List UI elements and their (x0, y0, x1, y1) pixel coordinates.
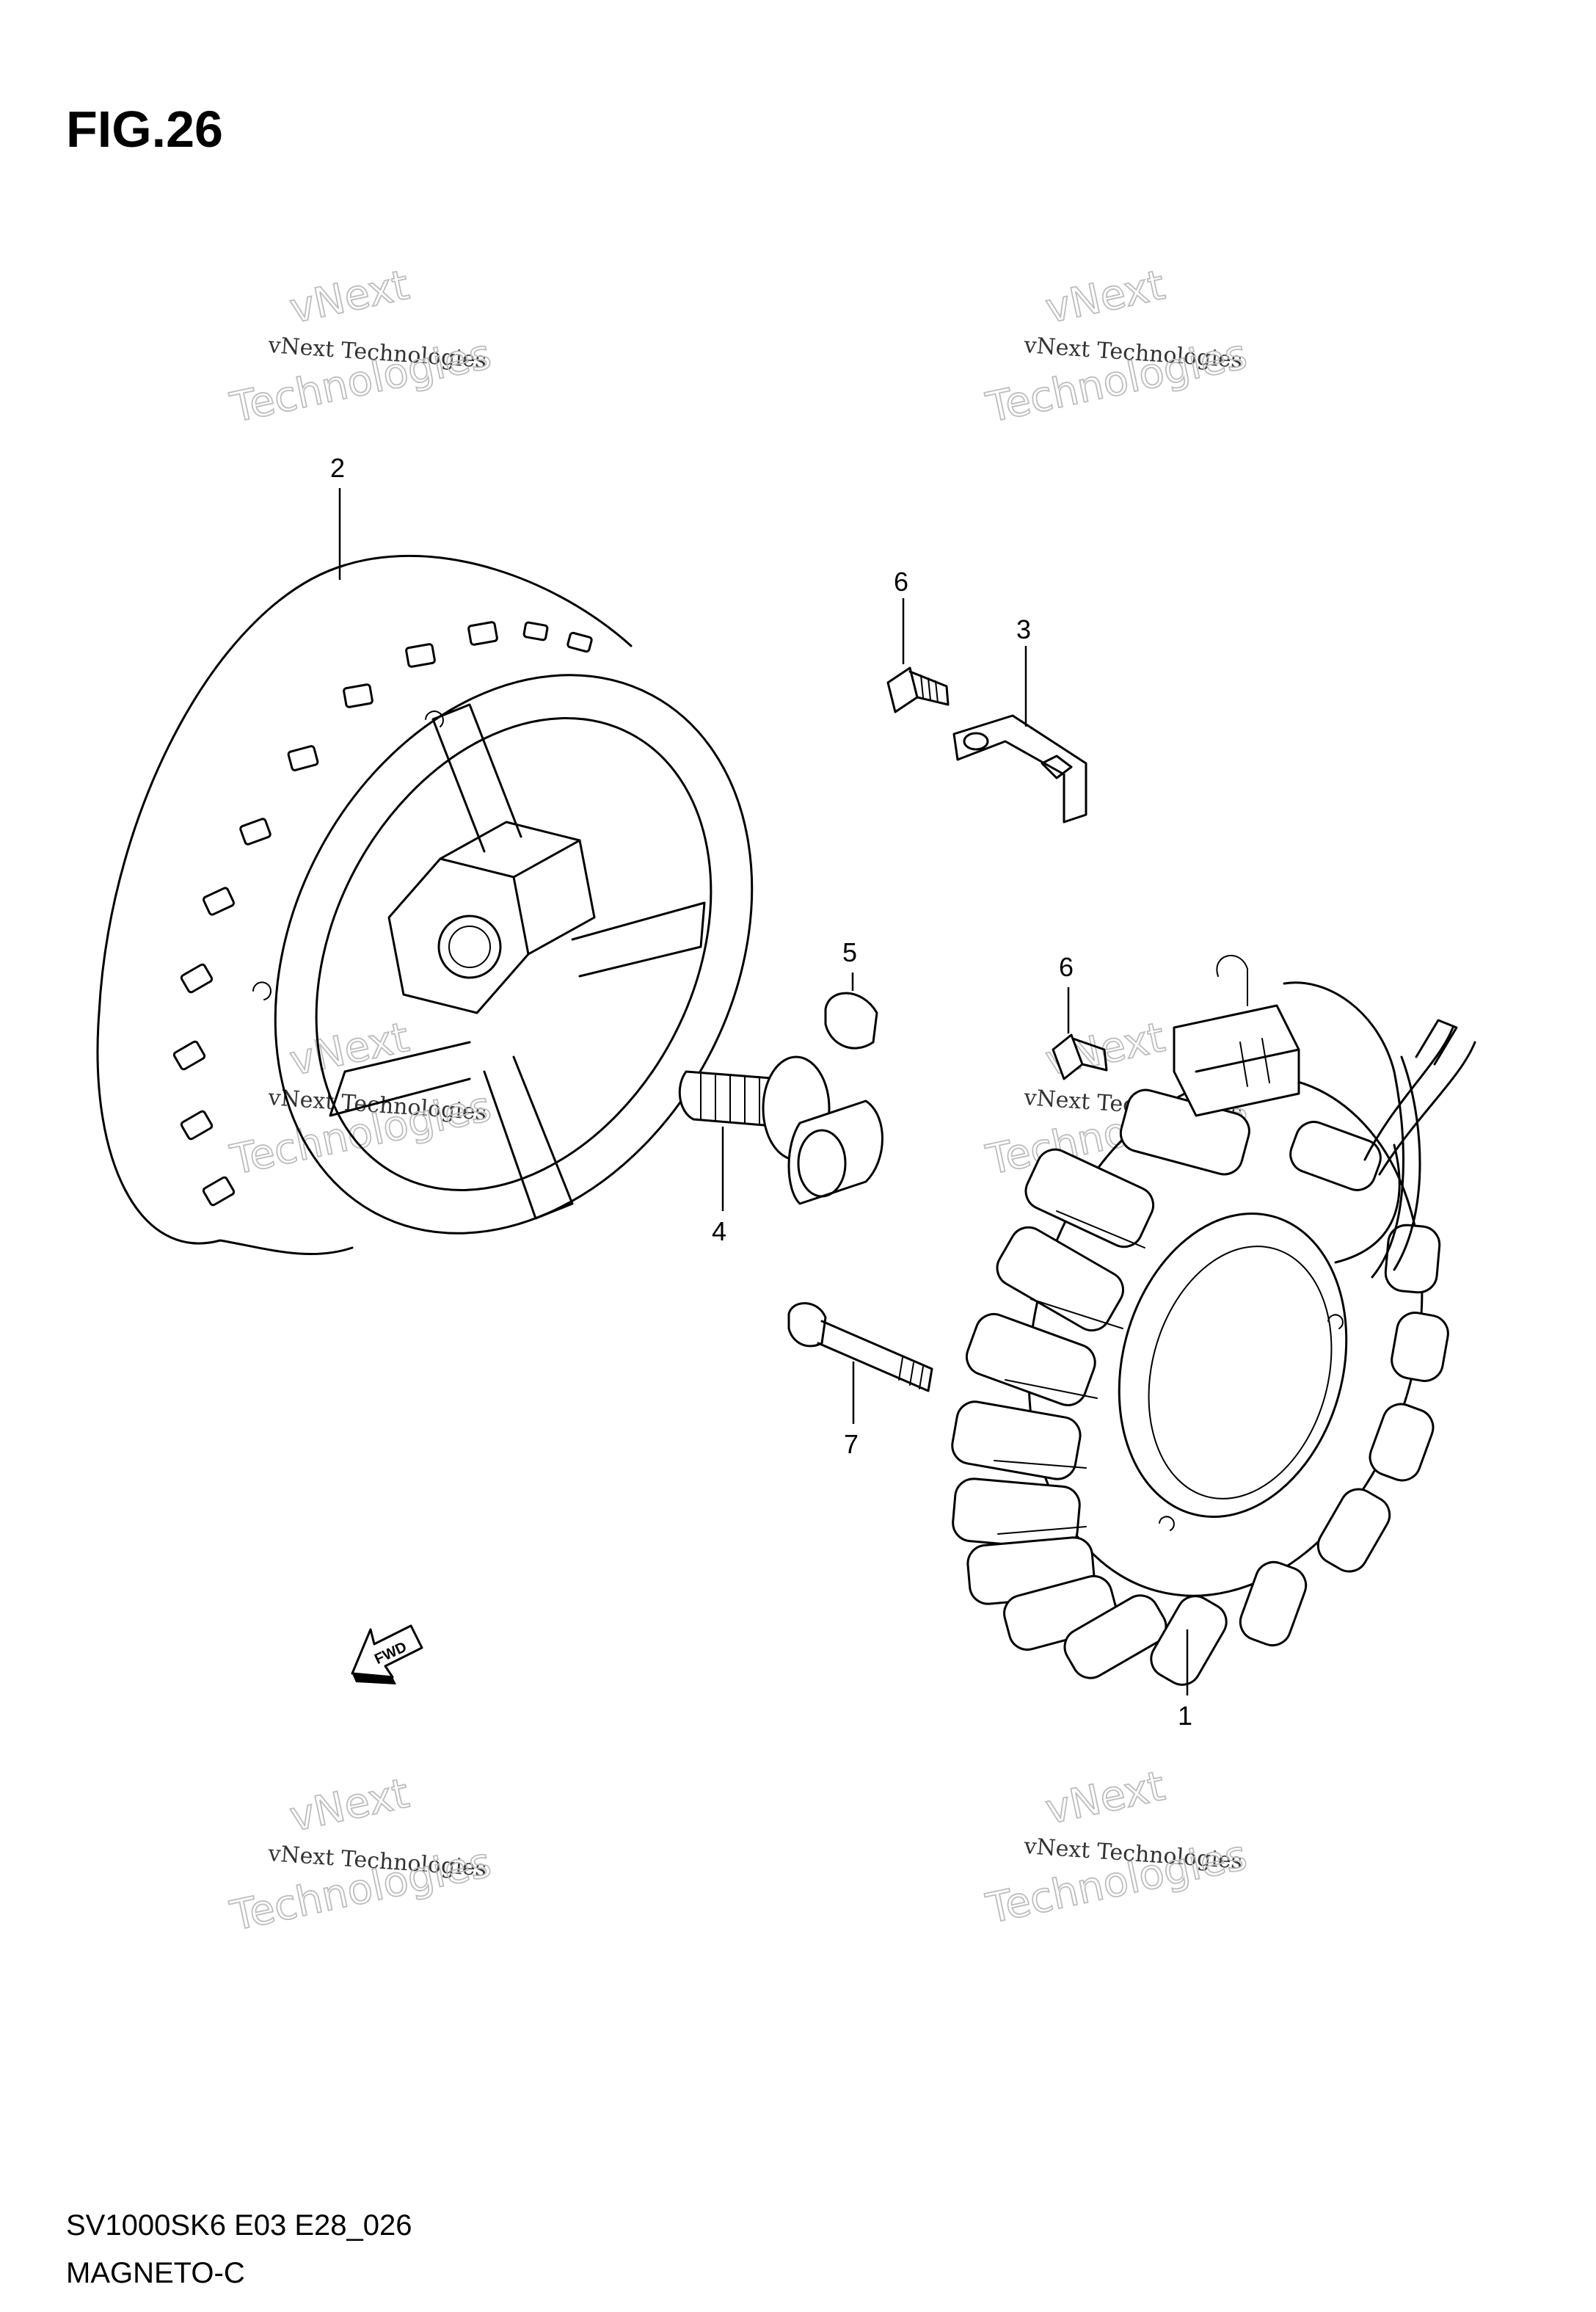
callout-6-lower: 6 (1059, 952, 1074, 982)
figure-title: FIG.26 (66, 101, 223, 158)
screw-lower-illustration (1052, 987, 1108, 1080)
section-name: MAGNETO-C (66, 2257, 245, 2289)
screw-top-illustration (886, 598, 950, 713)
bracket-illustration (952, 646, 1087, 824)
rotor-illustration (96, 488, 754, 1256)
stator-illustration (951, 955, 1476, 1695)
callout-6-top: 6 (894, 567, 908, 597)
callout-5: 5 (842, 937, 857, 967)
watermark-line1: vNext (285, 1014, 413, 1086)
rotor-bolt-illustration (678, 1055, 883, 1211)
key-illustration (824, 973, 878, 1050)
rotor-magnet-blocks (172, 621, 593, 1207)
callout-3: 3 (1016, 614, 1031, 644)
watermark-top-right: vNext vNext Technologies Technologies (982, 261, 1252, 433)
watermark-bottom-left: vNext vNext Technologies Technologies (226, 1769, 496, 1941)
watermark-bottom-right: vNext vNext Technologies Technologies (982, 1762, 1252, 1934)
watermark-top-left: vNext vNext Technologies Technologies (226, 261, 496, 433)
watermark-line1: vNext (1041, 1762, 1169, 1834)
callout-2: 2 (330, 453, 345, 483)
model-code: SV1000SK6 E03 E28_026 (66, 2209, 412, 2242)
watermark-line1: vNext (1041, 261, 1169, 333)
watermark-mid-left: vNext vNext Technologies Technologies (226, 1013, 496, 1185)
fwd-arrow-icon: FWD (351, 1624, 423, 1684)
stator-screw-illustration (787, 1302, 933, 1424)
callout-7: 7 (844, 1429, 859, 1459)
watermark-line1: vNext (285, 1770, 413, 1842)
callout-4: 4 (712, 1216, 726, 1246)
callout-1: 1 (1178, 1701, 1192, 1731)
watermark-line1: vNext (285, 261, 413, 333)
